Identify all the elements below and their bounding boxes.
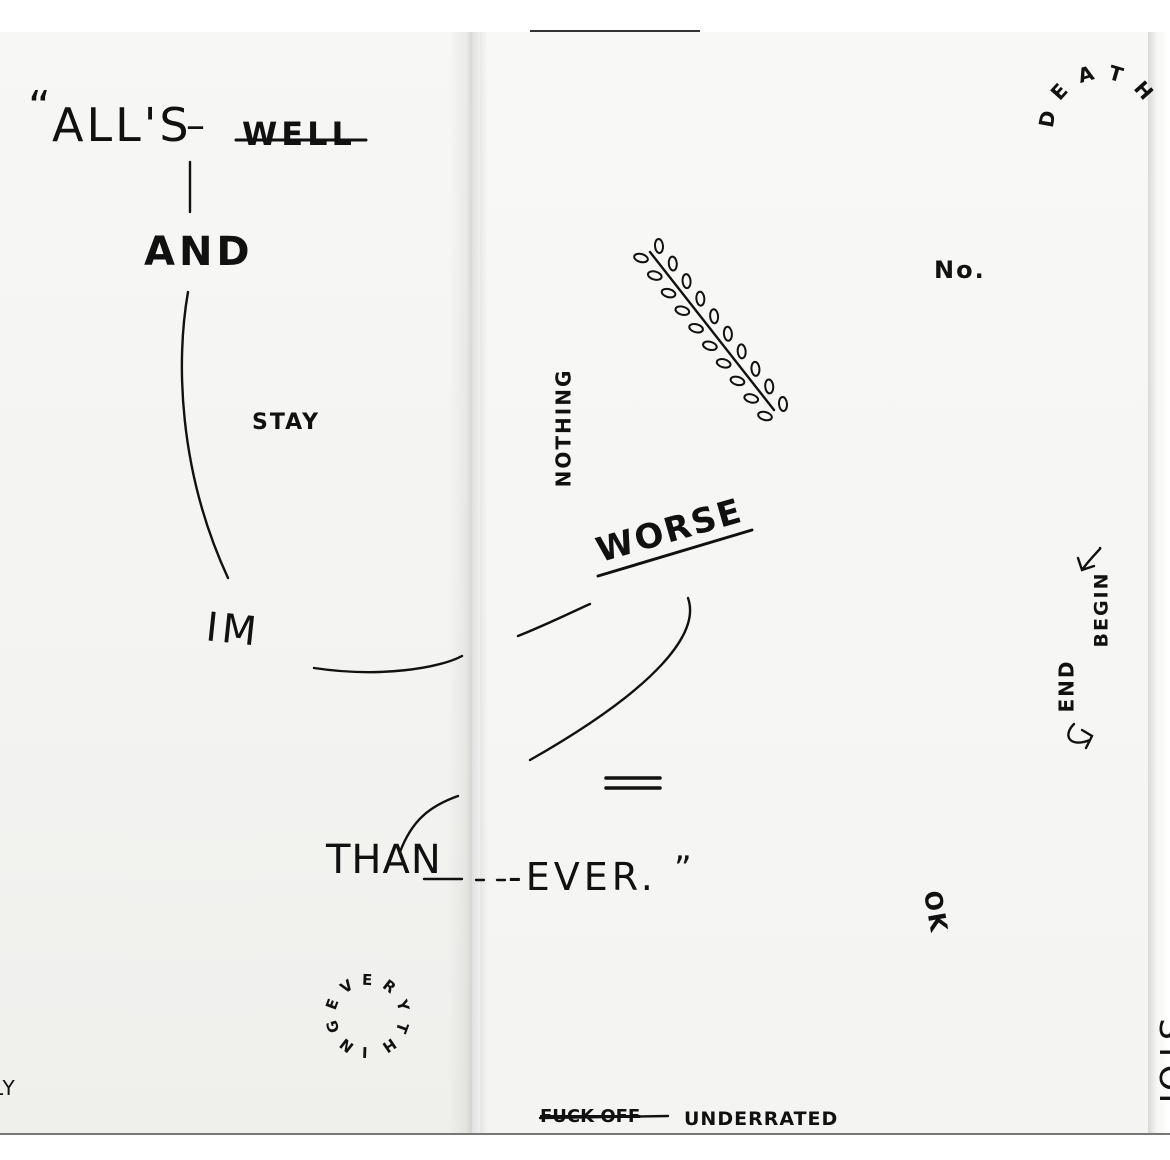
- sprig-leaf: [660, 287, 677, 299]
- sprig-leaf: [743, 393, 760, 404]
- stroke-worse-to-than: [528, 596, 692, 762]
- close-quote: ”: [674, 849, 694, 889]
- word-and: AND: [144, 229, 254, 275]
- word-im: IM: [203, 604, 263, 656]
- sprig-leaf: [750, 360, 761, 377]
- word-nothing: NOTHING: [551, 368, 576, 488]
- word-stop: STOP: [1150, 1018, 1170, 1116]
- word-begin: BEGIN: [1090, 571, 1113, 648]
- sprig-leaf: [681, 273, 692, 290]
- stroke-im-to-worse: [312, 654, 464, 674]
- right-page: [480, 32, 1148, 1135]
- strike-fuck-off: [538, 1114, 670, 1120]
- arrow-end: [1067, 722, 1094, 750]
- sprig-leaf: [695, 290, 706, 307]
- word-alls: ALL'S: [52, 98, 192, 152]
- sprig-leaf: [702, 340, 718, 352]
- word-than: THAN: [326, 837, 442, 883]
- word-dash: –: [186, 103, 207, 147]
- sprig-leaf: [709, 308, 720, 325]
- book-gutter: [448, 32, 488, 1135]
- page-bottom-edge: [0, 1133, 1170, 1135]
- sprig-leaf: [646, 270, 663, 281]
- sprig-drawing: [633, 238, 789, 422]
- word-ever: -EVER.: [508, 855, 657, 899]
- word-stay: STAY: [252, 410, 320, 435]
- sprig-leaf: [715, 358, 732, 369]
- sprig-leaf: [736, 343, 747, 360]
- stroke-than-up: [398, 794, 460, 854]
- everything-word-letter: I: [359, 1043, 368, 1062]
- everything-word-letter: E: [361, 970, 375, 989]
- sprig-stem: [648, 250, 776, 412]
- sprig-leaf: [674, 305, 691, 316]
- sprig-leaf: [653, 238, 665, 254]
- death-word-letter: D: [1034, 107, 1061, 130]
- sprig-leaf: [633, 252, 649, 264]
- sprig-leaf: [729, 375, 746, 387]
- sprig-leaf: [764, 378, 775, 395]
- page-top-edge: [530, 30, 700, 32]
- arrow-begin: [1076, 546, 1102, 572]
- sprig-leaf: [667, 255, 678, 272]
- word-end: END: [1054, 659, 1079, 713]
- sprig-leaf: [777, 396, 789, 412]
- open-quote: “: [28, 82, 53, 133]
- page-edge: [1148, 32, 1170, 1135]
- word-no: No.: [934, 256, 986, 284]
- sprig-leaf: [722, 325, 733, 342]
- stroke-im-to-worse-2: [516, 602, 592, 638]
- word-fuck-off: FUCK OFF: [540, 1106, 641, 1127]
- word-well: WELL: [242, 115, 356, 153]
- strike-worse: [596, 528, 754, 578]
- word-cut-off: LY: [0, 1076, 17, 1100]
- left-page: [0, 32, 472, 1135]
- word-underrated: UNDERRATED: [684, 1108, 839, 1130]
- stroke-and-to-im: [180, 290, 230, 580]
- sprig-leaf: [757, 410, 773, 422]
- sprig-leaf: [688, 322, 704, 334]
- word-ok: OK: [917, 888, 954, 936]
